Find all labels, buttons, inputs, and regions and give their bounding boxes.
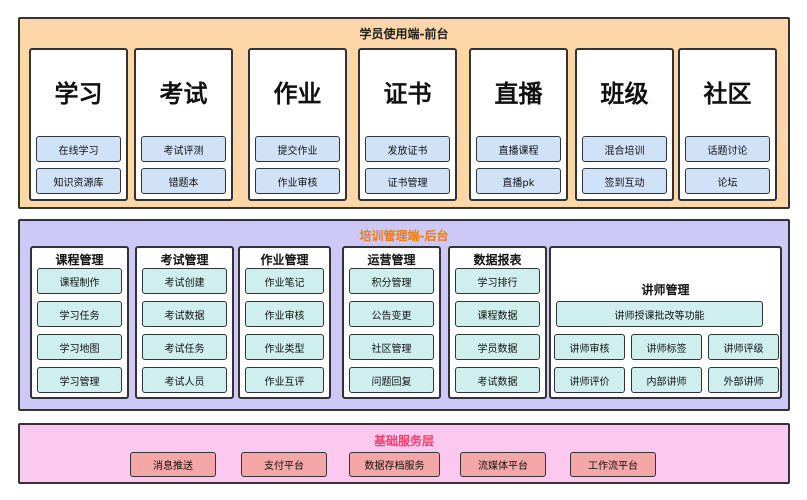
module-title: 证书 (383, 80, 432, 108)
base-service-item[interactable]: 数据存档服务 (349, 452, 440, 477)
module-title: 作业管理 (260, 253, 309, 267)
module-item[interactable]: 讲师评价 (554, 367, 625, 393)
frontend-module-live: 直播 直播课程 直播pk (469, 48, 568, 201)
frontend-module-community: 社区 话题讨论 论坛 (678, 48, 777, 201)
module-title: 考试 (159, 80, 208, 108)
base-layer: 基础服务层 消息推送 支付平台 数据存档服务 流媒体平台 工作流平台 (18, 423, 790, 484)
module-item[interactable]: 公告变更 (349, 301, 434, 327)
module-item[interactable]: 作业笔记 (245, 268, 324, 294)
module-item[interactable]: 考试数据 (455, 367, 540, 393)
module-title: 讲师管理 (641, 283, 690, 297)
module-item[interactable]: 发放证书 (365, 136, 450, 162)
module-item[interactable]: 作业类型 (245, 334, 324, 360)
module-item[interactable]: 讲师标签 (631, 334, 702, 360)
backend-layer: 培训管理端-后台 课程管理 课程制作 学习任务 学习地图 学习管理 考试管理 考… (18, 219, 790, 411)
module-item[interactable]: 在线学习 (36, 136, 121, 162)
base-service-item[interactable]: 支付平台 (241, 452, 327, 477)
module-item[interactable]: 学习排行 (455, 268, 540, 294)
frontend-layer-title: 学员使用端-前台 (359, 27, 449, 41)
module-item[interactable]: 考试创建 (142, 268, 227, 294)
module-title: 课程管理 (55, 253, 104, 267)
module-title: 考试管理 (160, 253, 209, 267)
backend-module-homework: 作业管理 作业笔记 作业审核 作业类型 作业互评 (238, 246, 331, 399)
backend-module-course: 课程管理 课程制作 学习任务 学习地图 学习管理 (30, 246, 129, 399)
backend-module-lecturer: 讲师管理 讲师授课批改等功能 讲师审核 讲师标签 讲师评级 讲师评价 内部讲师 … (549, 246, 782, 399)
module-item[interactable]: 签到互动 (582, 168, 667, 194)
module-item[interactable]: 讲师审核 (554, 334, 625, 360)
backend-module-exam: 考试管理 考试创建 考试数据 考试任务 考试人员 (135, 246, 234, 399)
frontend-module-class: 班级 混合培训 签到互动 (575, 48, 674, 201)
module-title: 作业 (273, 80, 322, 108)
module-item[interactable]: 作业审核 (255, 168, 340, 194)
lecturer-feature[interactable]: 讲师授课批改等功能 (556, 301, 763, 327)
base-service-item[interactable]: 工作流平台 (570, 452, 656, 477)
module-item[interactable]: 课程数据 (455, 301, 540, 327)
module-item[interactable]: 提交作业 (255, 136, 340, 162)
frontend-module-study: 学习 在线学习 知识资源库 (29, 48, 128, 201)
module-item[interactable]: 学习管理 (37, 367, 122, 393)
module-item[interactable]: 论坛 (685, 168, 770, 194)
module-item[interactable]: 知识资源库 (36, 168, 121, 194)
module-item[interactable]: 作业互评 (245, 367, 324, 393)
module-item[interactable]: 作业审核 (245, 301, 324, 327)
module-item[interactable]: 积分管理 (349, 268, 434, 294)
module-item[interactable]: 内部讲师 (631, 367, 702, 393)
frontend-module-exam: 考试 考试评测 错题本 (134, 48, 233, 201)
backend-layer-title: 培训管理端-后台 (359, 229, 449, 243)
module-item[interactable]: 社区管理 (349, 334, 434, 360)
module-item[interactable]: 外部讲师 (708, 367, 779, 393)
base-service-item[interactable]: 流媒体平台 (460, 452, 546, 477)
module-title: 学习 (54, 80, 103, 108)
module-item[interactable]: 学员数据 (455, 334, 540, 360)
module-title: 社区 (703, 80, 752, 108)
backend-module-reports: 数据报表 学习排行 课程数据 学员数据 考试数据 (448, 246, 547, 399)
module-title: 班级 (600, 80, 649, 108)
module-item[interactable]: 课程制作 (37, 268, 122, 294)
module-item[interactable]: 错题本 (141, 168, 226, 194)
module-title: 数据报表 (473, 253, 522, 267)
module-item[interactable]: 考试数据 (142, 301, 227, 327)
module-item[interactable]: 直播pk (476, 168, 561, 194)
module-item[interactable]: 证书管理 (365, 168, 450, 194)
module-item[interactable]: 学习地图 (37, 334, 122, 360)
module-item[interactable]: 讲师评级 (708, 334, 779, 360)
base-service-item[interactable]: 消息推送 (130, 452, 216, 477)
frontend-module-certificate: 证书 发放证书 证书管理 (358, 48, 457, 201)
module-item[interactable]: 混合培训 (582, 136, 667, 162)
module-title: 运营管理 (367, 253, 416, 267)
frontend-layer: 学员使用端-前台 学习 在线学习 知识资源库 考试 考试评测 错题本 作业 提交… (18, 17, 790, 209)
module-item[interactable]: 考试任务 (142, 334, 227, 360)
module-item[interactable]: 考试人员 (142, 367, 227, 393)
module-title: 直播 (494, 80, 543, 108)
base-layer-title: 基础服务层 (373, 434, 434, 448)
module-item[interactable]: 学习任务 (37, 301, 122, 327)
module-item[interactable]: 话题讨论 (685, 136, 770, 162)
module-item[interactable]: 直播课程 (476, 136, 561, 162)
frontend-module-homework: 作业 提交作业 作业审核 (248, 48, 347, 201)
module-item[interactable]: 考试评测 (141, 136, 226, 162)
module-item[interactable]: 问题回复 (349, 367, 434, 393)
backend-module-operations: 运营管理 积分管理 公告变更 社区管理 问题回复 (342, 246, 441, 399)
